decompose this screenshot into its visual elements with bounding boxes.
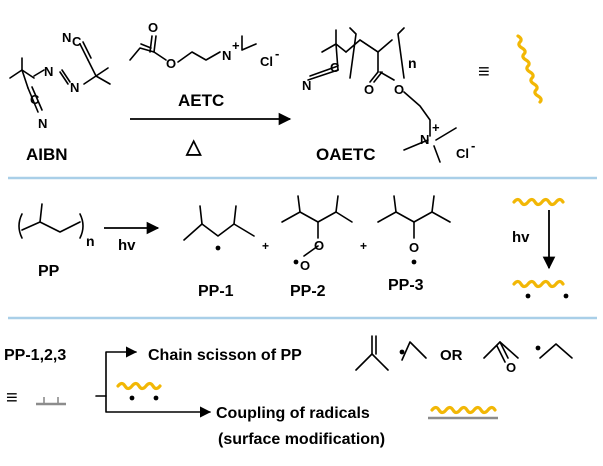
pp3-structure: O <box>377 195 451 265</box>
pp3-o: O <box>409 240 419 255</box>
coupling-label: Coupling of radicals <box>216 405 370 422</box>
modified-surface-icon <box>428 405 498 420</box>
chain-scission-label: Chain scisson of PP <box>148 347 302 364</box>
heat-symbol: △ <box>185 136 202 158</box>
pp-structure: n <box>18 203 95 249</box>
aibn-n2: N <box>70 80 79 95</box>
oaetc-n1: N <box>302 78 311 93</box>
aetc-label: AETC <box>178 91 224 110</box>
aibn-n4: N <box>62 30 71 45</box>
chain-radical-small-icon <box>116 381 162 391</box>
branch-arrow-top <box>95 346 138 397</box>
chain-before-hv-icon <box>512 197 565 207</box>
aibn-label: AIBN <box>26 145 68 164</box>
pp-surface-radical-icon <box>36 397 66 406</box>
aetc-plus: + <box>232 38 240 53</box>
oaetc-minus: - <box>471 138 475 153</box>
oaetc-subscript-n: n <box>408 55 417 71</box>
oaetc-chain-icon <box>516 34 543 104</box>
surface-modification-label: (surface modification) <box>218 431 385 448</box>
pp3-label: PP-3 <box>388 277 424 294</box>
aetc-minus: - <box>275 46 279 61</box>
oaetc-o2: O <box>394 82 404 97</box>
hv-label-1: hv <box>118 237 136 254</box>
aetc-o2: O <box>166 56 176 71</box>
equivalence-symbol-2: ≡ <box>6 387 18 409</box>
or-label: OR <box>440 347 463 364</box>
pp2-label: PP-2 <box>290 283 326 300</box>
oaetc-o1: O <box>364 82 374 97</box>
ketone-o: O <box>506 360 516 375</box>
aetc-structure: O O N + Cl - <box>129 20 279 71</box>
plus-sign-1: + <box>262 239 269 253</box>
pp2-structure: O O <box>281 195 353 273</box>
alkyl-radical-fragment-2 <box>535 343 573 359</box>
aibn-c: C <box>72 34 82 49</box>
oaetc-structure: N C O O N + Cl - n <box>302 27 475 163</box>
pp-label: PP <box>38 263 60 280</box>
aibn-n1: N <box>44 64 53 79</box>
branch-arrow-bottom <box>105 395 212 418</box>
hv-label-2: hv <box>512 229 530 246</box>
aetc-o1: O <box>148 20 158 35</box>
aetc-cl: Cl <box>260 54 273 69</box>
oaetc-label: OAETC <box>316 145 376 164</box>
aetc-n: N <box>222 48 231 63</box>
pp2-o2: O <box>300 258 310 273</box>
pp1-structure <box>183 205 255 251</box>
oaetc-cl: Cl <box>456 146 469 161</box>
alkene-fragment <box>355 335 389 371</box>
oaetc-plus: + <box>432 120 440 135</box>
plus-sign-2: + <box>360 239 367 253</box>
alkyl-radical-fragment <box>399 341 427 361</box>
oaetc-c: C <box>330 60 340 75</box>
pp1-label: PP-1 <box>198 283 234 300</box>
aibn-n3: N <box>38 116 47 131</box>
pp-subscript-n: n <box>86 233 95 249</box>
aibn-c2: C <box>30 92 40 107</box>
equivalence-symbol-1: ≡ <box>478 61 490 83</box>
chain-radical-icon <box>512 279 565 289</box>
ketone-fragment: O <box>483 341 519 375</box>
aibn-structure: N N N N C C <box>9 30 111 131</box>
pp123-label: PP-1,2,3 <box>4 347 66 364</box>
pp2-o1: O <box>314 238 324 253</box>
oaetc-n2: N <box>420 132 429 147</box>
